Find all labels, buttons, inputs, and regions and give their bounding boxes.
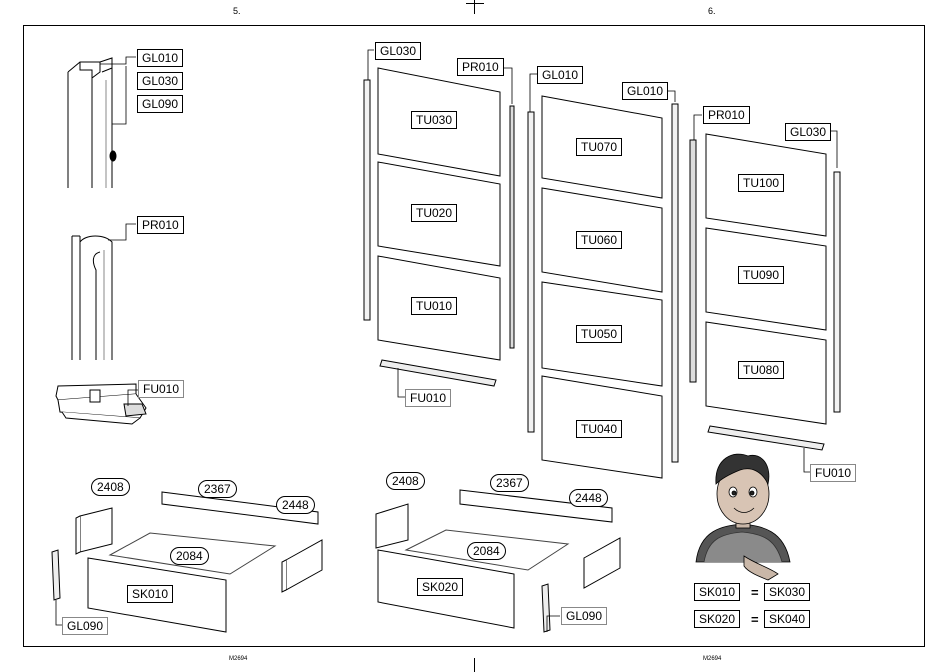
door-tu050: TU050	[576, 325, 622, 343]
label-fu010: FU010	[138, 380, 184, 398]
label-col3-fu010: FU010	[810, 464, 856, 482]
equiv-2-sign: =	[751, 612, 759, 627]
label-gl090-post: GL090	[62, 617, 108, 635]
label-pr010: PR010	[137, 216, 184, 234]
label-right-gl090: GL090	[561, 607, 607, 625]
door-tu070: TU070	[576, 138, 622, 156]
dim-right-2408: 2408	[386, 472, 425, 490]
dim-right-2084: 2084	[467, 542, 506, 560]
door-tu090: TU090	[738, 266, 784, 284]
door-tu010: TU010	[411, 297, 457, 315]
label-gl090: GL090	[137, 95, 183, 113]
label-col1-pr010: PR010	[457, 58, 504, 76]
label-col3-pr010: PR010	[703, 106, 750, 124]
door-tu030: TU030	[411, 111, 457, 129]
label-col1-fu010: FU010	[405, 389, 451, 407]
door-tu060: TU060	[576, 231, 622, 249]
handle-profile-illustration	[72, 236, 112, 360]
equiv-1-right: SK030	[764, 583, 810, 601]
profile-illustration	[68, 58, 116, 188]
dim-right-2448: 2448	[569, 489, 608, 507]
dim-2448: 2448	[276, 496, 315, 514]
dim-2367: 2367	[198, 480, 237, 498]
equiv-2-right: SK040	[764, 610, 810, 628]
equiv-1-left: SK010	[694, 583, 740, 601]
label-sk010: SK010	[127, 585, 173, 603]
label-col2-gl010: GL010	[537, 66, 583, 84]
label-col3-gl010: GL010	[622, 82, 668, 100]
label-gl010: GL010	[137, 49, 183, 67]
label-gl030: GL030	[137, 72, 183, 90]
mascot-illustration	[696, 454, 790, 580]
dim-2084: 2084	[170, 547, 209, 565]
dim-2408: 2408	[91, 478, 130, 496]
door-tu100: TU100	[738, 174, 784, 192]
label-col1-gl030: GL030	[375, 42, 421, 60]
door-tu080: TU080	[738, 361, 784, 379]
equiv-1-sign: =	[751, 585, 759, 600]
dim-right-2367: 2367	[490, 474, 529, 492]
door-tu020: TU020	[411, 204, 457, 222]
label-col3-gl030: GL030	[785, 123, 831, 141]
door-tu040: TU040	[576, 420, 622, 438]
equiv-2-left: SK020	[694, 610, 740, 628]
label-sk020: SK020	[417, 578, 463, 596]
